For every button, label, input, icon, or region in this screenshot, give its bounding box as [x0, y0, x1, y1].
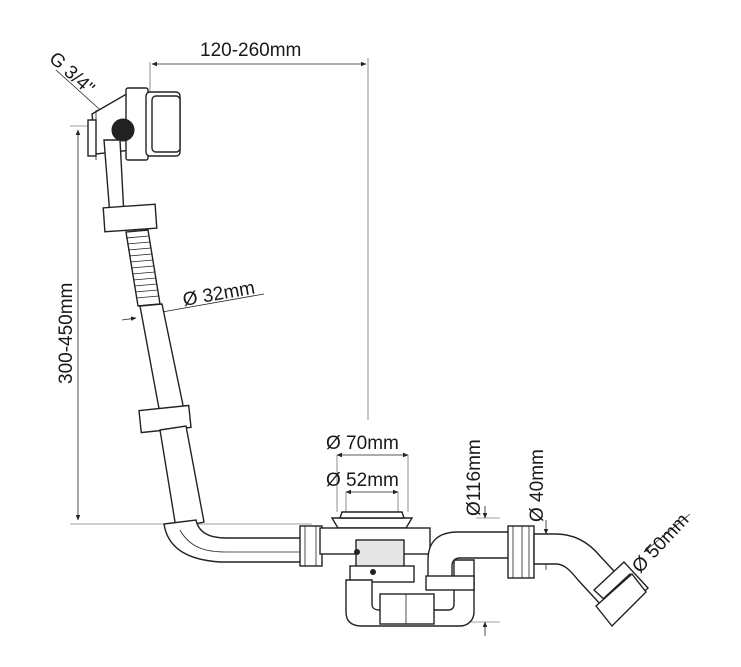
tube-diameter-label: Ø 32mm: [181, 278, 256, 311]
waste-inner-label: Ø 52mm: [326, 470, 399, 491]
waste-assembly: [299, 511, 521, 627]
overflow-pipe: [102, 139, 311, 563]
waste-outer-label: Ø 70mm: [326, 433, 399, 454]
outlet-large-label: Ø 50mm: [628, 510, 693, 578]
overflow-length-label: 120-260mm: [200, 40, 301, 61]
outlet-assembly: [507, 525, 649, 628]
height-range-label: 300-450mm: [56, 283, 77, 384]
trap-height-label: Ø116mm: [464, 439, 485, 516]
thread-nut-icon: [111, 118, 135, 142]
outlet-small-label: Ø 40mm: [527, 449, 548, 522]
overflow-head: [87, 87, 181, 161]
thread-label: G 3/4": [45, 48, 99, 99]
